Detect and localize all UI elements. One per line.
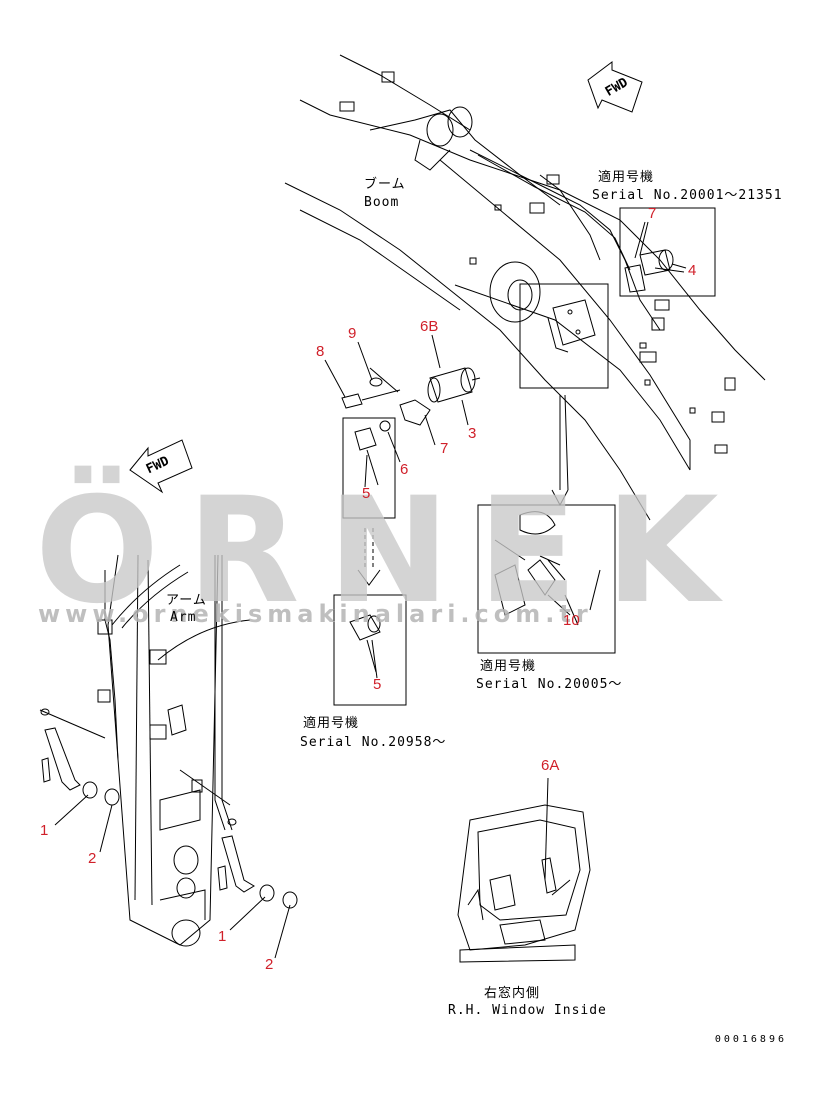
- callout-6: 6: [400, 461, 409, 478]
- leader-lines: [54, 221, 687, 959]
- boom-label-jp: ブーム: [364, 177, 406, 192]
- detail-box-part5: [342, 417, 396, 519]
- serial-b-jp: 適用号機: [480, 659, 537, 674]
- cab-window-view: [457, 804, 591, 963]
- callout-2-right: 2: [265, 956, 274, 973]
- window-label-jp: 右窓内側: [484, 986, 541, 1001]
- boom-outline: [284, 54, 766, 521]
- detail-box-lamp: [619, 207, 716, 297]
- fwd-arrow-left: [129, 439, 193, 494]
- lamp-assembly-6b: [341, 367, 481, 432]
- serial-a-en: Serial No.20001～21351: [592, 188, 783, 203]
- callout-1-left: 1: [40, 822, 49, 839]
- serial-c-jp: 適用号機: [303, 716, 360, 731]
- serial-c-en: Serial No.20958～: [300, 735, 447, 750]
- serial-a-jp: 適用号機: [598, 170, 655, 185]
- callout-7-lamp: 7: [440, 440, 449, 457]
- callout-10: 10: [563, 612, 580, 629]
- callout-3: 3: [468, 425, 477, 442]
- callout-1-right: 1: [218, 928, 227, 945]
- window-label-en: R.H. Window Inside: [448, 1003, 607, 1018]
- dashed-arrow: [364, 528, 374, 570]
- detail-box-part5-b: [333, 594, 407, 706]
- switch-5-lower: [349, 614, 381, 673]
- boom-label-en: Boom: [364, 195, 400, 210]
- document-number: 00016896: [714, 1034, 787, 1045]
- callout-6b: 6B: [420, 318, 439, 335]
- callout-2-left: 2: [88, 850, 97, 867]
- arm-label-jp: アーム: [166, 593, 207, 608]
- callout-7-box: 7: [648, 205, 657, 222]
- arm-bracket-left: [39, 708, 120, 806]
- work-lamp-4: [624, 221, 685, 293]
- callout-4: 4: [688, 262, 697, 279]
- callout-9: 9: [348, 325, 357, 342]
- serial-b-en: Serial No.20005～: [476, 677, 623, 692]
- arm-bracket-right: [179, 769, 298, 909]
- watermark-url: www.ornekismakinalari.com.tr: [38, 600, 593, 628]
- arm-label-en: Arm: [170, 610, 197, 625]
- callout-8: 8: [316, 343, 325, 360]
- dashed-arrow-head: [357, 569, 381, 586]
- detail-box-bracket: [519, 283, 609, 389]
- bracket-plate: [547, 299, 596, 353]
- watermark-brand: ÖRNEK: [35, 466, 747, 636]
- detail-box-part10: [477, 504, 616, 654]
- callout-6a: 6A: [541, 757, 560, 774]
- switch-5-upper: [354, 427, 379, 486]
- callout-5-lower: 5: [373, 676, 382, 693]
- callout-5-upper: 5: [362, 485, 371, 502]
- bracket-10: [494, 511, 601, 626]
- fwd-arrow-top: [587, 61, 643, 113]
